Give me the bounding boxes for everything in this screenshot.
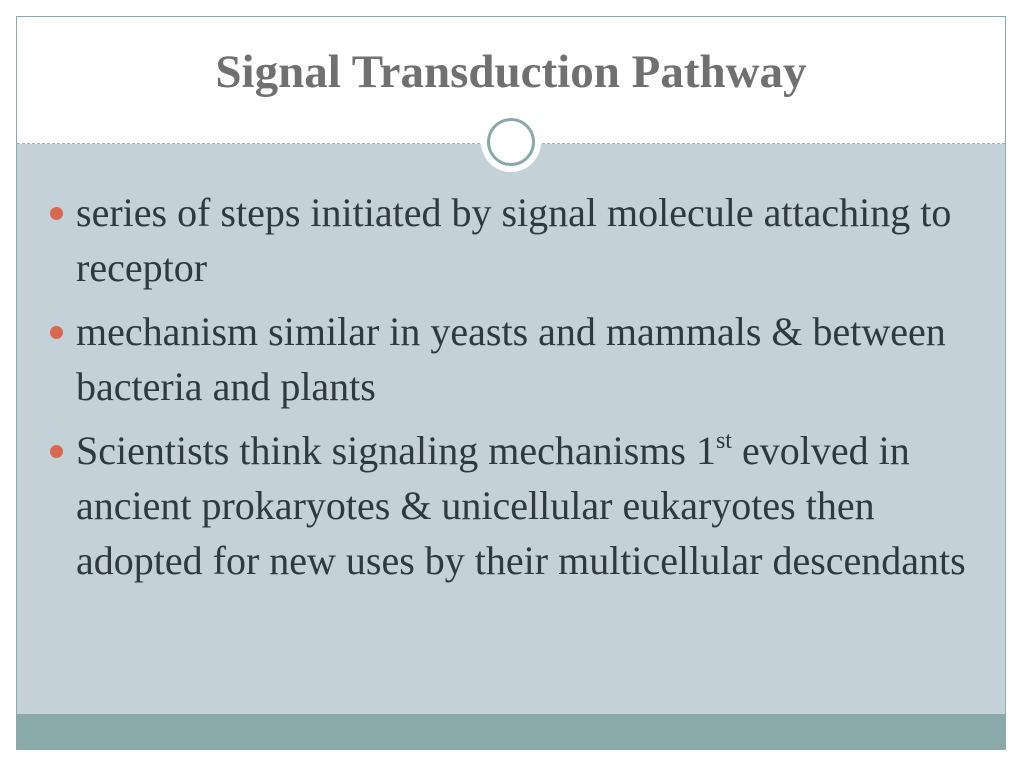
bullet-text-end: evolved in ancient prokaryotes & unicell…	[76, 428, 966, 583]
bullet-text: series of steps initiated by signal mole…	[76, 190, 952, 290]
ordinal-superscript: st	[715, 428, 732, 454]
bullet-item: Scientists think signaling mechanisms 1s…	[47, 423, 967, 588]
bullet-item: mechanism similar in yeasts and mammals …	[47, 304, 967, 414]
slide: Signal Transduction Pathway series of st…	[16, 16, 1006, 750]
bullet-dot-icon	[50, 445, 63, 458]
bullet-text-start: Scientists think signaling mechanisms 1	[76, 428, 716, 473]
divider-circle-ornament	[481, 112, 541, 172]
divider-ring	[487, 118, 535, 166]
slide-body: series of steps initiated by signal mole…	[47, 185, 967, 597]
footer-accent-bar	[17, 714, 1005, 749]
bullet-text: mechanism similar in yeasts and mammals …	[76, 309, 946, 409]
bullet-list: series of steps initiated by signal mole…	[47, 185, 967, 588]
bullet-dot-icon	[50, 326, 63, 339]
slide-title: Signal Transduction Pathway	[215, 46, 807, 98]
bullet-dot-icon	[50, 207, 63, 220]
bullet-item: series of steps initiated by signal mole…	[47, 185, 967, 295]
